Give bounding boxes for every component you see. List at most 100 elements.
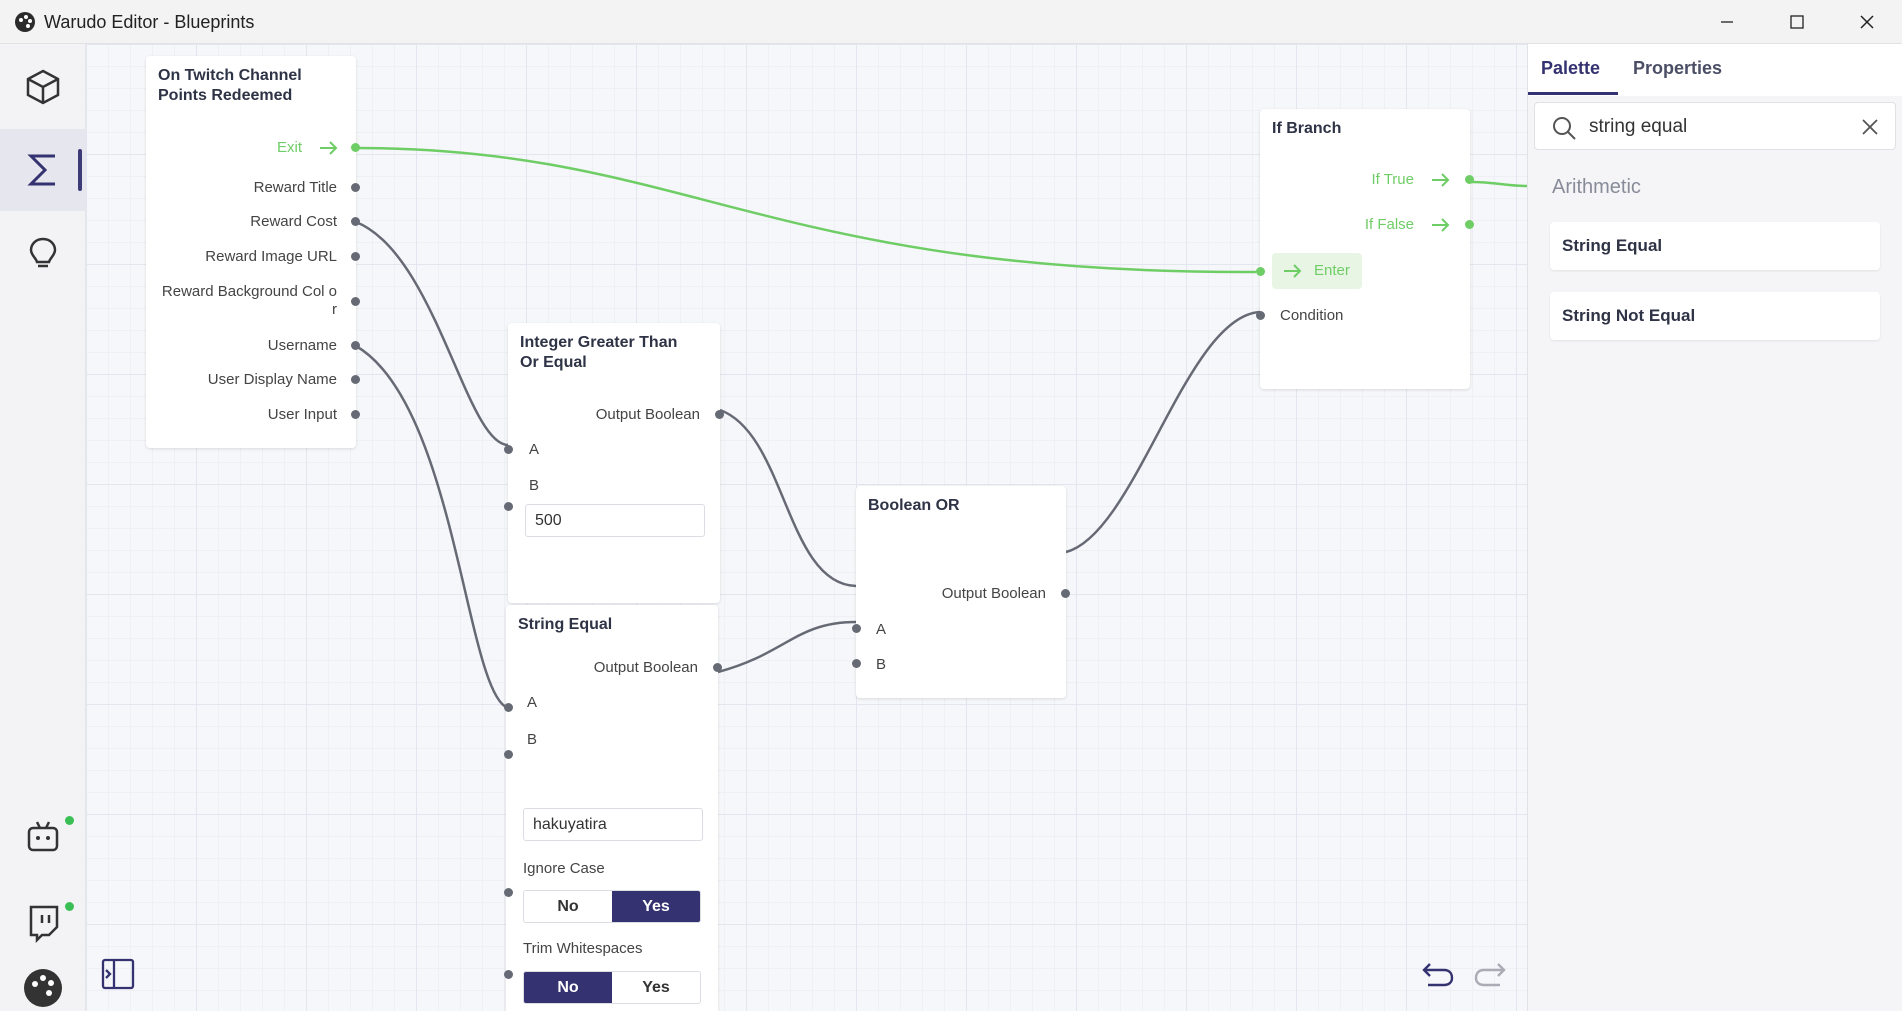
enter-port[interactable]: Enter	[1272, 253, 1362, 289]
pin-a[interactable]	[504, 445, 513, 454]
pin-b[interactable]	[504, 502, 513, 511]
trim-whitespaces-label: Trim Whitespaces	[523, 940, 643, 957]
pin-username[interactable]	[351, 341, 360, 350]
sigma-icon	[27, 154, 55, 186]
app-logo-icon	[15, 12, 35, 32]
left-navigation-rail	[0, 44, 86, 1011]
pin-condition[interactable]	[1256, 311, 1265, 320]
pin-reward-background-color[interactable]	[351, 297, 360, 306]
wire-reward-cost-a	[355, 220, 509, 447]
maximize-button[interactable]	[1762, 0, 1832, 44]
pin-a[interactable]	[504, 703, 513, 712]
palette-item-string-not-equal[interactable]: String Not Equal	[1550, 292, 1880, 340]
port-reward-cost: Reward Cost	[250, 213, 337, 230]
port-exit-label: Exit	[276, 139, 302, 156]
node-boolean-or[interactable]: Boolean OR Output Boolean A B	[852, 486, 1070, 698]
node-title: Boolean OR	[868, 497, 960, 514]
port-if-false: If False	[1364, 216, 1414, 233]
toggle-sidebar-button[interactable]	[100, 956, 136, 992]
pin-ignore-case[interactable]	[504, 888, 513, 897]
node-string-equal[interactable]: String Equal Output Boolean A B hakuyati…	[504, 605, 722, 1011]
pin-a[interactable]	[852, 624, 861, 633]
wire-int-output-or-a	[719, 408, 857, 588]
palette-item-string-equal[interactable]: String Equal	[1550, 222, 1880, 270]
node-if-branch[interactable]: If Branch If True If False Enter Conditi…	[1256, 109, 1474, 389]
exec-arrow-icon	[1432, 173, 1450, 187]
rail-item-plugins[interactable]	[0, 212, 86, 294]
trim-whitespaces-yes[interactable]: Yes	[642, 978, 670, 996]
active-tab-underline	[1528, 92, 1618, 95]
ignore-case-no[interactable]: No	[557, 897, 579, 915]
pin-trim-whitespaces[interactable]	[504, 970, 513, 979]
port-a: A	[527, 694, 538, 711]
wire-or-output-condition	[1065, 310, 1261, 554]
exec-wire-if-true	[1470, 180, 1527, 188]
lightbulb-icon	[29, 237, 57, 268]
clear-search-icon[interactable]	[1861, 118, 1879, 136]
close-icon	[1860, 15, 1874, 29]
twitch-icon	[29, 905, 59, 943]
trim-whitespaces-no[interactable]: No	[524, 972, 612, 1003]
rail-item-blueprints[interactable]	[0, 129, 86, 211]
pin-reward-image-url[interactable]	[351, 252, 360, 261]
maximize-icon	[1790, 15, 1804, 29]
rail-item-scene[interactable]	[0, 46, 86, 128]
search-value: string equal	[1589, 116, 1688, 137]
close-window-button[interactable]	[1832, 0, 1902, 44]
pin-user-input[interactable]	[351, 410, 360, 419]
pin-enter[interactable]	[1256, 267, 1265, 276]
ignore-case-label: Ignore Case	[523, 860, 605, 877]
wire-username-a	[355, 344, 509, 710]
rail-item-twitch[interactable]	[0, 882, 86, 964]
pin-reward-title[interactable]	[351, 183, 360, 192]
node-title: If Branch	[1272, 120, 1342, 137]
exec-arrow-icon	[1432, 218, 1450, 232]
palette-section-heading: Arithmetic	[1552, 176, 1641, 198]
palette-search-input[interactable]: string equal	[1534, 102, 1896, 150]
pin-output-boolean[interactable]	[1061, 589, 1070, 598]
pin-reward-cost[interactable]	[351, 217, 360, 226]
port-a: A	[876, 621, 887, 638]
pin-user-display-name[interactable]	[351, 375, 360, 384]
port-a: A	[529, 441, 540, 458]
exec-arrow-icon	[320, 141, 338, 155]
rail-item-bot[interactable]	[0, 796, 86, 878]
tab-palette[interactable]: Palette	[1541, 58, 1601, 78]
bot-icon	[27, 821, 59, 852]
node-title: Integer Greater Than Or Equal	[520, 334, 678, 371]
ignore-case-toggle[interactable]: No Yes	[523, 890, 701, 923]
tab-properties[interactable]: Properties	[1633, 58, 1723, 78]
blueprint-canvas[interactable]: On Twitch Channel Points Redeemed Exit R…	[86, 44, 1527, 1011]
b-value-input[interactable]: hakuyatira	[523, 808, 703, 841]
window-title: Warudo Editor - Blueprints	[44, 12, 255, 32]
pin-b[interactable]	[504, 750, 513, 759]
bot-online-indicator	[65, 816, 74, 825]
rail-item-settings[interactable]	[0, 966, 86, 1010]
cube-icon	[26, 69, 60, 105]
port-if-true: If True	[1371, 171, 1414, 188]
redo-icon	[1474, 963, 1506, 987]
pin-b[interactable]	[852, 659, 861, 668]
port-output-boolean: Output Boolean	[941, 585, 1046, 602]
port-enter: Enter	[1314, 262, 1350, 279]
ignore-case-yes[interactable]: Yes	[612, 891, 700, 922]
twitch-online-indicator	[65, 902, 74, 911]
trim-whitespaces-toggle[interactable]: No Yes	[523, 971, 701, 1004]
redo-button[interactable]	[1472, 956, 1508, 992]
pin-output-boolean[interactable]	[713, 663, 722, 672]
wire-str-output-or-b	[717, 620, 857, 674]
minimize-button[interactable]	[1692, 0, 1762, 44]
node-twitch-channel-points[interactable]: On Twitch Channel Points Redeemed Exit R…	[146, 56, 360, 448]
port-b: B	[876, 656, 887, 673]
pin-if-false[interactable]	[1465, 220, 1474, 229]
undo-button[interactable]	[1420, 956, 1456, 992]
port-username: Username	[267, 337, 337, 354]
right-panel: Palette Properties string equal Arithmet…	[1527, 44, 1902, 1011]
pin-if-true[interactable]	[1465, 175, 1474, 184]
b-value-input[interactable]: 500	[525, 504, 705, 537]
sidebar-toggle-icon	[101, 958, 135, 990]
port-user-display-name: User Display Name	[207, 371, 337, 388]
pin-output-boolean[interactable]	[715, 410, 724, 419]
pin-exit[interactable]	[351, 143, 360, 152]
node-integer-greater-than-or-equal[interactable]: Integer Greater Than Or Equal Output Boo…	[504, 323, 724, 603]
